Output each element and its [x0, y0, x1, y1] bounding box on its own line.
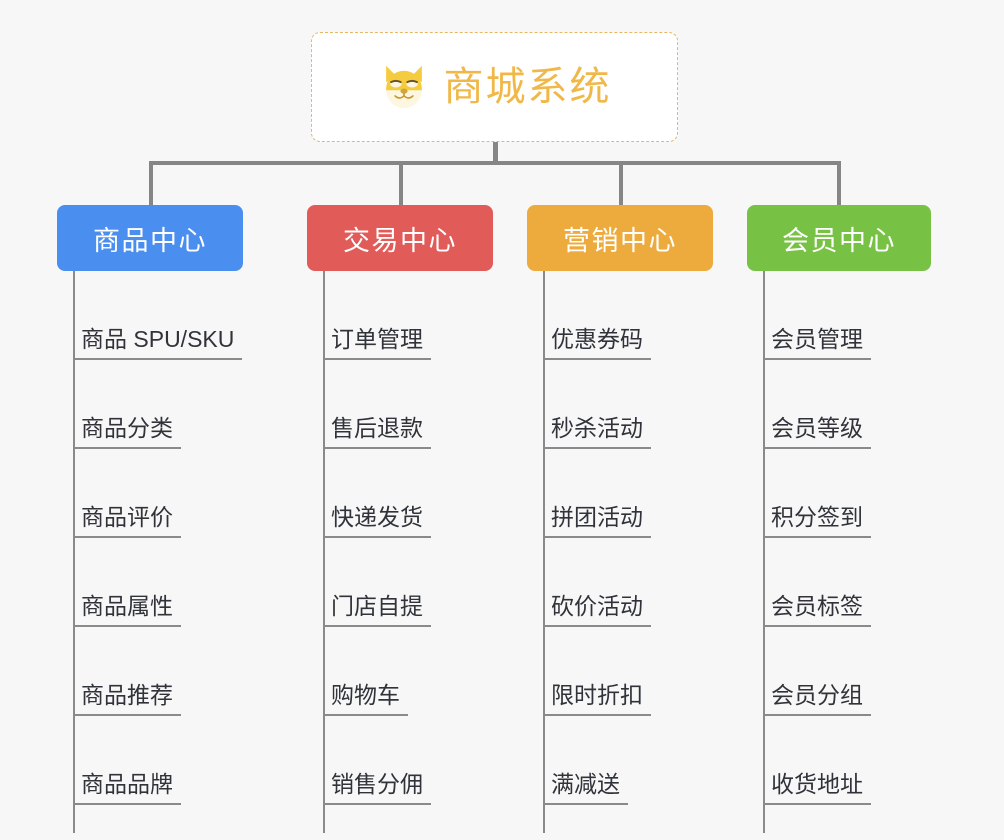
- list-item[interactable]: 销售分佣: [323, 716, 431, 805]
- category-trunk-2: [323, 271, 325, 833]
- category-trunk-3: [543, 271, 545, 833]
- category-trunk-4: [763, 271, 765, 833]
- list-item[interactable]: 售后退款: [323, 360, 431, 449]
- leaf-label: 会员管理: [763, 326, 871, 360]
- connector-drop-4: [837, 161, 841, 207]
- list-item[interactable]: 积分签到: [763, 449, 871, 538]
- category-header-2[interactable]: 交易中心: [307, 205, 493, 271]
- list-item[interactable]: 优惠券码: [543, 271, 651, 360]
- leaf-list-4: 会员管理 会员等级 积分签到 会员标签 会员分组 收货地址: [763, 271, 871, 805]
- connector-drop-3: [619, 161, 623, 207]
- list-item[interactable]: 商品 SPU/SKU: [73, 271, 243, 360]
- connector-root-stem: [493, 142, 498, 164]
- leaf-label: 销售分佣: [323, 771, 431, 805]
- leaf-label: 商品评价: [73, 504, 181, 538]
- leaf-label: 拼团活动: [543, 504, 651, 538]
- leaf-label: 售后退款: [323, 415, 431, 449]
- leaf-label: 积分签到: [763, 504, 871, 538]
- leaf-label: 会员标签: [763, 593, 871, 627]
- root-node[interactable]: 商城系统: [311, 32, 678, 142]
- leaf-label: 商品品牌: [73, 771, 181, 805]
- leaf-label: 订单管理: [323, 326, 431, 360]
- list-item[interactable]: 满减送: [543, 716, 651, 805]
- leaf-label: 快递发货: [323, 504, 431, 538]
- list-item[interactable]: 会员标签: [763, 538, 871, 627]
- category-header-label: 会员中心: [782, 225, 896, 256]
- leaf-label: 收货地址: [763, 771, 871, 805]
- leaf-label: 砍价活动: [543, 593, 651, 627]
- category-header-label: 交易中心: [343, 225, 457, 256]
- category-header-label: 营销中心: [563, 225, 677, 256]
- leaf-list-3: 优惠券码 秒杀活动 拼团活动 砍价活动 限时折扣 满减送: [543, 271, 651, 805]
- list-item[interactable]: 商品属性: [73, 538, 242, 627]
- leaf-label: 会员等级: [763, 415, 871, 449]
- leaf-label: 商品分类: [73, 415, 181, 449]
- list-item[interactable]: 收货地址: [763, 716, 871, 805]
- list-item[interactable]: 订单管理: [323, 271, 431, 360]
- list-item[interactable]: 砍价活动: [543, 538, 651, 627]
- category-header-4[interactable]: 会员中心: [747, 205, 931, 271]
- leaf-label: 会员分组: [763, 682, 871, 716]
- list-item[interactable]: 限时折扣: [543, 627, 651, 716]
- leaf-label: 优惠券码: [543, 326, 651, 360]
- list-item[interactable]: 会员分组: [763, 627, 871, 716]
- connector-horizontal-bus: [149, 161, 841, 165]
- category-trunk-1: [73, 271, 75, 833]
- leaf-label: 门店自提: [323, 593, 431, 627]
- leaf-label: 商品推荐: [73, 682, 181, 716]
- list-item[interactable]: 门店自提: [323, 538, 431, 627]
- leaf-label: 满减送: [543, 771, 628, 805]
- list-item[interactable]: 秒杀活动: [543, 360, 651, 449]
- leaf-label: 商品属性: [73, 593, 181, 627]
- list-item[interactable]: 快递发货: [323, 449, 431, 538]
- leaf-list-1: 商品 SPU/SKU 商品分类 商品评价 商品属性 商品推荐 商品品牌: [73, 271, 243, 805]
- list-item[interactable]: 商品评价: [73, 449, 242, 538]
- connector-drop-2: [399, 161, 403, 207]
- list-item[interactable]: 会员等级: [763, 360, 871, 449]
- shiba-dog-face-icon: [378, 61, 430, 113]
- list-item[interactable]: 拼团活动: [543, 449, 651, 538]
- list-item[interactable]: 商品品牌: [73, 716, 242, 805]
- leaf-label: 限时折扣: [543, 682, 651, 716]
- list-item[interactable]: 购物车: [323, 627, 431, 716]
- category-header-3[interactable]: 营销中心: [527, 205, 713, 271]
- list-item[interactable]: 商品推荐: [73, 627, 242, 716]
- list-item[interactable]: 商品分类: [73, 360, 242, 449]
- leaf-label: 商品 SPU/SKU: [73, 326, 243, 360]
- root-title: 商城系统: [443, 65, 612, 109]
- category-header-label: 商品中心: [93, 225, 207, 256]
- leaf-list-2: 订单管理 售后退款 快递发货 门店自提 购物车 销售分佣: [323, 271, 431, 805]
- list-item[interactable]: 会员管理: [763, 271, 871, 360]
- connector-drop-1: [149, 161, 153, 207]
- leaf-label: 秒杀活动: [543, 415, 651, 449]
- leaf-label: 购物车: [323, 682, 408, 716]
- category-header-1[interactable]: 商品中心: [57, 205, 243, 271]
